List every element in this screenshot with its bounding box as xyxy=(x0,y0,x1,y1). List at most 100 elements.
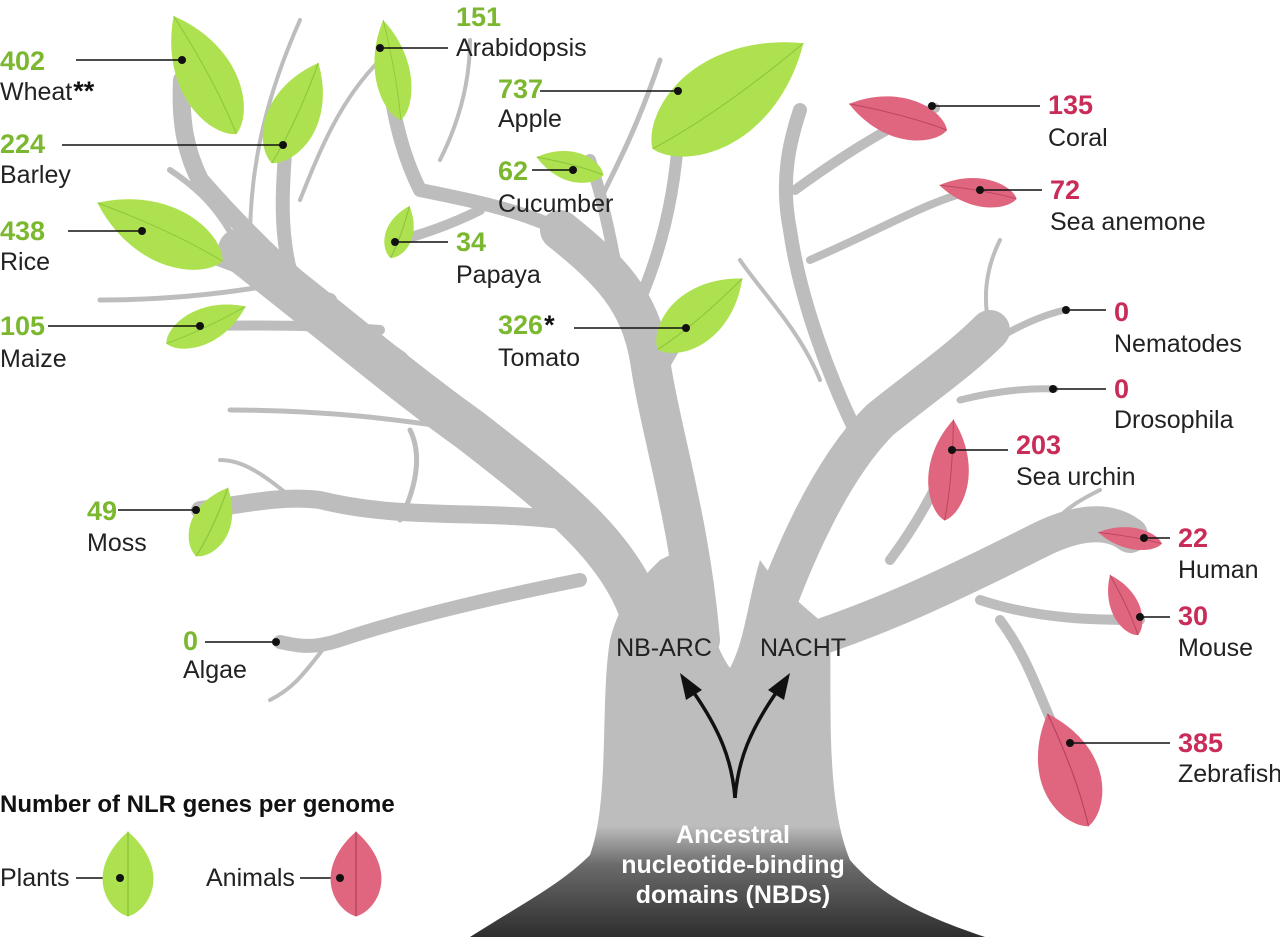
trunk-label-line3: domains (NBDs) xyxy=(636,881,830,909)
name-apple: Apple xyxy=(498,105,562,133)
leader-dot-barley xyxy=(279,141,287,149)
leader-dot-mouse xyxy=(1136,613,1144,621)
nacht-label: NACHT xyxy=(760,634,846,662)
count-human: 22 xyxy=(1178,523,1208,553)
trunk-label-line1: Ancestral xyxy=(676,821,790,849)
leader-dot-papaya xyxy=(391,238,399,246)
domain-arrows xyxy=(680,673,790,799)
name-maize: Maize xyxy=(0,345,67,373)
count-tomato: 326 xyxy=(498,310,543,340)
footnote-mark-tomato: * xyxy=(544,310,555,340)
leaf-tomato xyxy=(641,259,759,369)
leader-dot-maize xyxy=(196,322,204,330)
legend-title: Number of NLR genes per genome xyxy=(0,791,395,818)
leader-dot-drosophila xyxy=(1049,385,1057,393)
leader-dot-sea-anemone xyxy=(976,186,984,194)
legend-animals-label: Animals xyxy=(206,864,295,892)
leaf-sea-urchin xyxy=(924,417,974,523)
leader-dot-rice xyxy=(138,227,146,235)
count-nematodes: 0 xyxy=(1114,297,1129,327)
leader-dot-tomato xyxy=(682,324,690,332)
name-zebrafish: Zebrafish xyxy=(1178,760,1280,788)
leader-dot-human xyxy=(1140,534,1148,542)
leader-dot-moss xyxy=(192,506,200,514)
count-apple: 737 xyxy=(498,74,543,104)
leaves-layer xyxy=(85,2,1164,837)
leaf-rice xyxy=(85,177,235,287)
count-arabidopsis: 151 xyxy=(456,2,501,32)
leader-dot-zebrafish xyxy=(1066,739,1074,747)
name-coral: Coral xyxy=(1048,124,1108,152)
name-papaya: Papaya xyxy=(456,261,541,289)
count-sea-anemone: 72 xyxy=(1050,175,1080,205)
leader-dot-wheat xyxy=(178,56,186,64)
leader-dot-nematodes xyxy=(1062,306,1070,314)
name-human: Human xyxy=(1178,556,1259,584)
count-rice: 438 xyxy=(0,216,45,246)
count-zebrafish: 385 xyxy=(1178,728,1223,758)
name-drosophila: Drosophila xyxy=(1114,406,1234,434)
footnote-mark-wheat: ** xyxy=(73,76,95,106)
name-tomato: Tomato xyxy=(498,344,580,372)
leaf-maize xyxy=(159,290,253,360)
leaf-mouse xyxy=(1097,569,1151,641)
leader-dot-coral xyxy=(928,102,936,110)
count-moss: 49 xyxy=(87,496,117,526)
legend-animal-leaf xyxy=(330,831,382,917)
leaf-cucumber xyxy=(532,142,608,190)
count-sea-urchin: 203 xyxy=(1016,430,1061,460)
leaf-papaya xyxy=(377,201,423,263)
leader-dot-algae xyxy=(272,638,280,646)
name-cucumber: Cucumber xyxy=(498,190,613,218)
tree-trunk xyxy=(470,540,985,937)
leaf-wheat xyxy=(148,2,262,148)
trunk-label-line2: nucleotide-binding xyxy=(621,851,845,879)
nb-arc-label: NB-ARC xyxy=(616,634,712,662)
count-cucumber: 62 xyxy=(498,156,528,186)
count-mouse: 30 xyxy=(1178,601,1208,631)
count-coral: 135 xyxy=(1048,90,1093,120)
leaf-zebrafish xyxy=(1019,703,1117,837)
name-wheat: Wheat xyxy=(0,78,72,106)
leader-dot-arabidopsis xyxy=(376,44,384,52)
count-papaya: 34 xyxy=(456,227,486,257)
name-nematodes: Nematodes xyxy=(1114,330,1242,358)
leader-dot-sea-urchin xyxy=(948,446,956,454)
name-mouse: Mouse xyxy=(1178,634,1253,662)
name-algae: Algae xyxy=(183,656,247,684)
leaf-coral xyxy=(843,84,953,150)
name-sea-anemone: Sea anemone xyxy=(1050,208,1206,236)
leaf-moss xyxy=(178,479,246,565)
leaf-barley xyxy=(248,52,342,174)
name-rice: Rice xyxy=(0,248,50,276)
count-barley: 224 xyxy=(0,129,45,159)
count-drosophila: 0 xyxy=(1114,374,1129,404)
count-wheat: 402 xyxy=(0,46,45,76)
count-maize: 105 xyxy=(0,311,45,341)
leader-dot-cucumber xyxy=(569,166,577,174)
leaf-human xyxy=(1096,521,1164,555)
leaf-apple xyxy=(628,9,828,183)
name-barley: Barley xyxy=(0,161,71,189)
legend: Number of NLR genes per genome Plants An… xyxy=(0,791,395,917)
leader-dot-apple xyxy=(674,87,682,95)
name-arabidopsis: Arabidopsis xyxy=(456,34,587,62)
